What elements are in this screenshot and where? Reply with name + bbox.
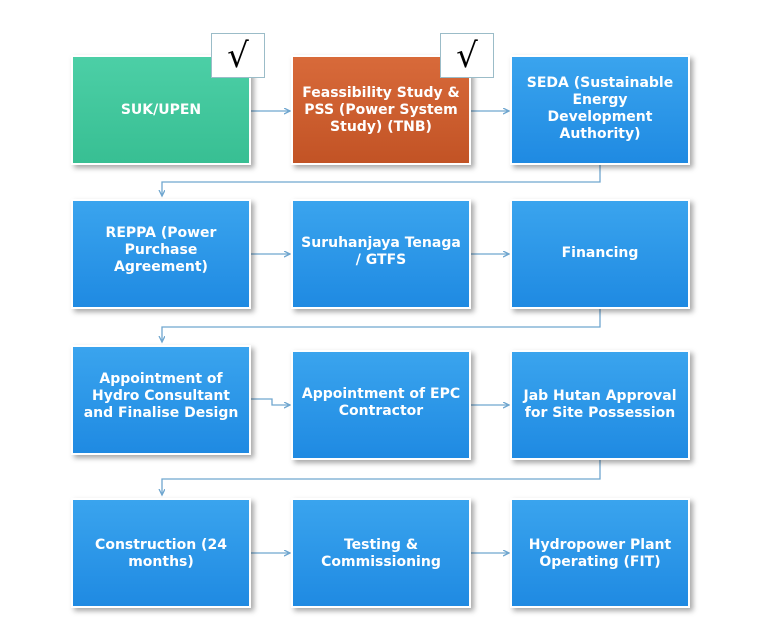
step-hydro-consultant: Appointment of Hydro Consultant and Fina… <box>71 345 251 455</box>
step-suruhanjaya-label: Suruhanjaya Tenaga / GTFS <box>301 235 461 268</box>
connector-financing-to-hydro-consultant <box>162 309 601 342</box>
connector-jab-hutan-to-construction <box>162 457 601 495</box>
step-feasibility-study: Feassibility Study & PSS (Power System S… <box>291 55 471 165</box>
step-hydropower-operating: Hydropower Plant Operating (FIT) <box>510 498 690 608</box>
connector-hydro-consultant-to-epc <box>251 398 290 405</box>
step-seda-label: SEDA (Sustainable Energy Development Aut… <box>526 75 674 142</box>
step-testing: Testing & Commissioning <box>291 498 471 608</box>
step-jab-hutan: Jab Hutan Approval for Site Possession <box>510 350 690 460</box>
step-construction: Construction (24 months) <box>71 498 251 608</box>
step-seda: SEDA (Sustainable Energy Development Aut… <box>510 55 690 165</box>
step-reppa: REPPA (Power Purchase Agreement) <box>71 199 251 309</box>
step-feasibility-study-label: Feassibility Study & PSS (Power System S… <box>302 84 460 135</box>
step-financing: Financing <box>510 199 690 309</box>
connector-seda-to-reppa <box>162 165 601 196</box>
step-jab-hutan-label: Jab Hutan Approval for Site Possession <box>523 388 677 421</box>
step-epc-contractor: Appointment of EPC Contractor <box>291 350 471 460</box>
step-epc-contractor-label: Appointment of EPC Contractor <box>301 386 461 419</box>
step-hydropower-operating-label: Hydropower Plant Operating (FIT) <box>528 537 672 570</box>
step-suk-upen-label: SUK/UPEN <box>120 101 202 118</box>
step-construction-label: Construction (24 months) <box>95 537 227 570</box>
step-testing-label: Testing & Commissioning <box>321 537 441 570</box>
check-mark-suk-upen: √ <box>211 33 265 78</box>
step-hydro-consultant-label: Appointment of Hydro Consultant and Fina… <box>83 371 239 421</box>
step-financing-label: Financing <box>561 245 639 261</box>
step-suruhanjaya: Suruhanjaya Tenaga / GTFS <box>291 199 471 309</box>
check-mark-feasibility: √ <box>440 33 494 78</box>
step-reppa-label: REPPA (Power Purchase Agreement) <box>105 225 217 275</box>
